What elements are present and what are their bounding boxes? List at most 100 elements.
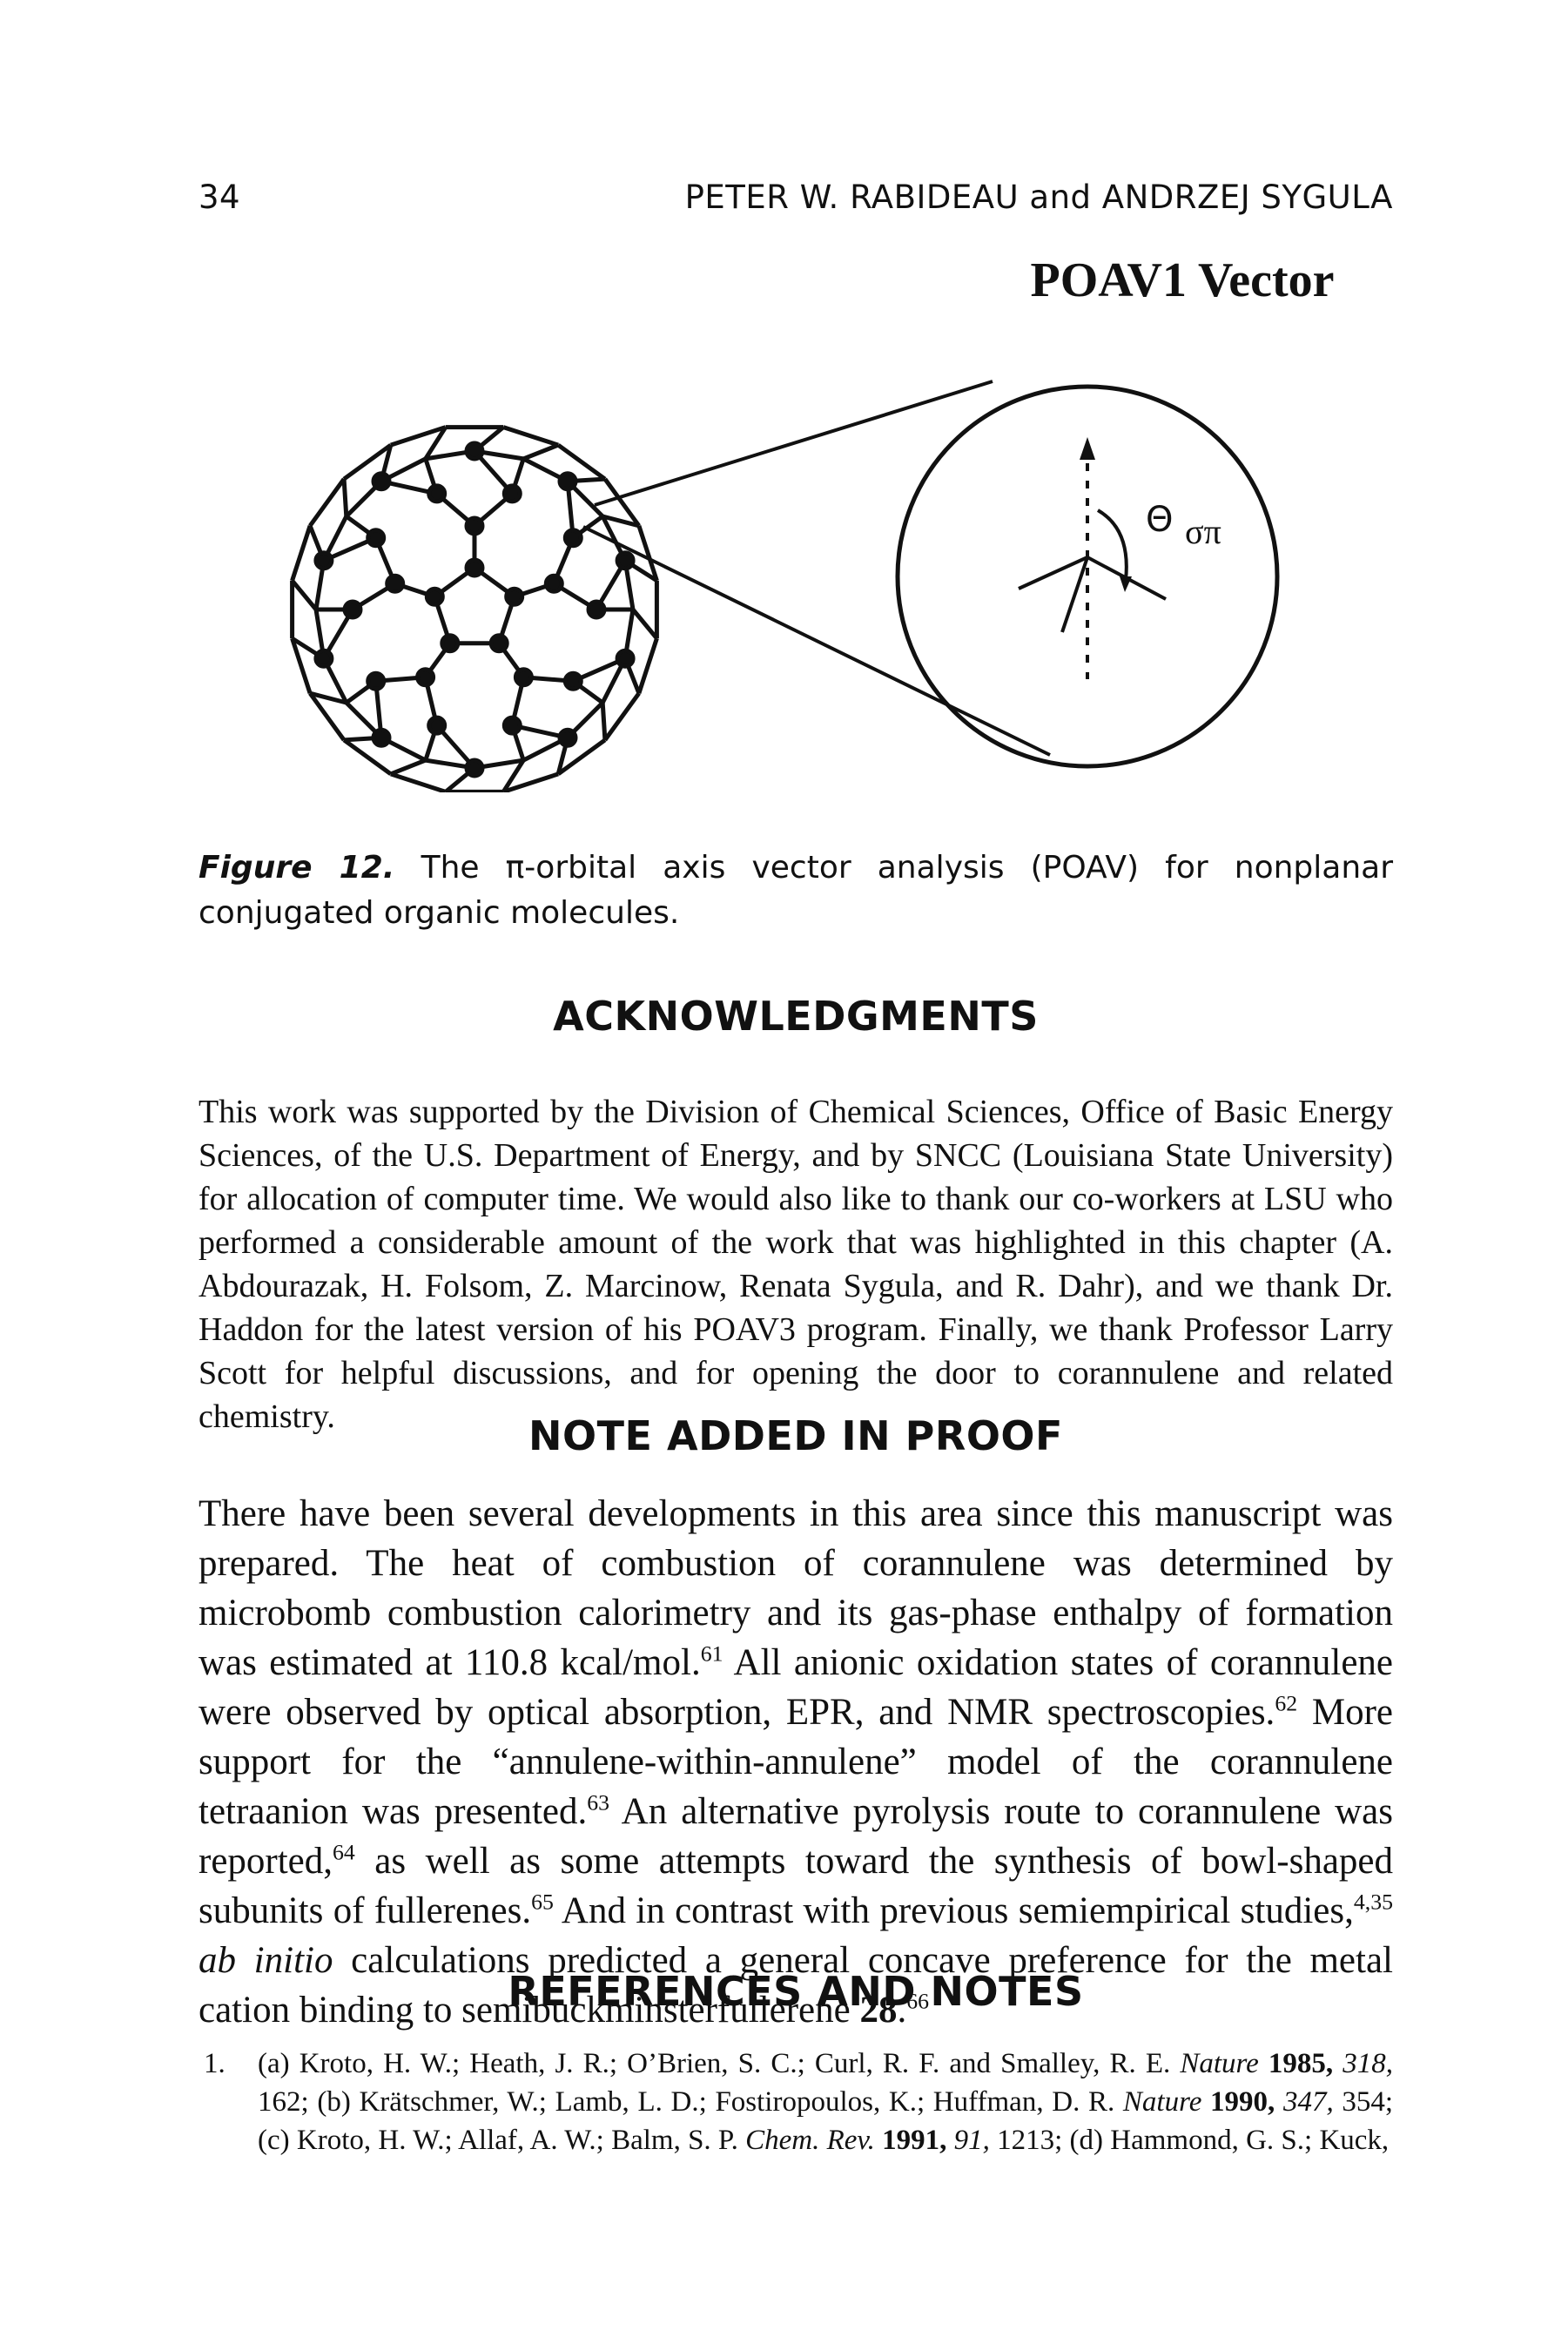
magnification-lines: [582, 380, 1051, 757]
acknowledgments-heading: ACKNOWLEDGMENTS: [553, 993, 1039, 1040]
bond-line: [423, 426, 448, 461]
note-heading: NOTE ADDED IN PROOF: [528, 1412, 1063, 1459]
acknowledgments-text: This work was supported by the Division …: [199, 1094, 1393, 1435]
reference-text: 1213; (d) Hammond, G. S.; Kuck,: [989, 2125, 1390, 2156]
atom-dot: [427, 715, 448, 736]
bond-line: [501, 758, 526, 792]
journal-name: Nature: [1180, 2048, 1259, 2079]
atom-dot: [440, 633, 461, 654]
citation-ref: 62: [1275, 1690, 1298, 1716]
bond-line: [390, 771, 447, 792]
bond-line: [631, 608, 659, 640]
atom-dot: [464, 557, 485, 578]
atom-dot: [424, 586, 445, 607]
bond-line: [342, 738, 393, 776]
figure-12: Θ σπ POAV1 Vector: [199, 235, 1393, 792]
atom-dot: [501, 483, 522, 504]
atom-dot: [464, 758, 485, 778]
theta-label: Θ: [1146, 500, 1173, 540]
note-text: An alternative pyrolysis route to corann…: [199, 1791, 1394, 1882]
zoom-line-lower: [582, 525, 1051, 757]
citation-ref: 61: [700, 1640, 723, 1667]
atom-dot: [366, 528, 387, 549]
reference-text: 162; (b) Krätschmer, W.; Lamb, L. D.; Fo…: [258, 2086, 1123, 2118]
journal-name: Nature: [1122, 2086, 1202, 2118]
reference-year: 1990: [1210, 2086, 1269, 2118]
note-text: .: [897, 1990, 907, 2031]
bond-line: [342, 443, 393, 482]
atom-dot: [464, 515, 485, 536]
bond-line: [290, 579, 318, 611]
bond-line: [636, 525, 659, 582]
bond-line: [502, 425, 559, 448]
atom-dot: [615, 648, 636, 669]
vector-arrowhead-icon: [1080, 437, 1095, 460]
reference-year: 1991: [882, 2125, 940, 2156]
magnified-view-circle: [895, 384, 1280, 769]
zoom-line-upper: [594, 380, 993, 507]
running-head: PETER W. RABIDEAU and ANDRZEJ SYGULA: [684, 179, 1393, 216]
atom-dot: [427, 483, 448, 504]
note-text: calculations predicted a general concave…: [199, 1940, 1393, 2031]
sigma-bond-back: [1060, 556, 1089, 633]
compound-number: 28: [859, 1990, 898, 2031]
fullerene-molecule: [290, 425, 659, 792]
atom-dot: [586, 599, 607, 620]
reference-number: 1.: [204, 2048, 225, 2079]
atom-dot: [366, 670, 387, 691]
atom-dot: [415, 667, 436, 688]
figure-title: POAV1 Vector: [1030, 253, 1335, 307]
page-number: 34: [199, 179, 241, 216]
atom-dot: [557, 471, 578, 492]
reference-item: 1. (a) Kroto, H. W.; Heath, J. R.; O’Brie…: [199, 2044, 1393, 2159]
bond-line: [602, 691, 641, 742]
journal-name: Chem. Rev.: [745, 2125, 875, 2156]
caption-text: The π-orbital axis vector analysis (POAV…: [199, 850, 1393, 931]
atom-dot: [562, 528, 583, 549]
bond-line: [309, 690, 347, 705]
note-text: There have been several developments in …: [199, 1493, 1393, 1683]
bond-line: [341, 478, 349, 517]
bond-line: [522, 442, 560, 461]
bond-line: [389, 758, 427, 777]
reference-volume: 347,: [1282, 2086, 1334, 2118]
bond-line: [602, 477, 641, 528]
bond-line: [390, 425, 447, 448]
references-heading: REFERENCES AND NOTES: [508, 1968, 1084, 2015]
atom-dot: [371, 471, 392, 492]
references-list: 1. (a) Kroto, H. W.; Heath, J. R.; O’Brie…: [199, 2044, 1393, 2159]
note-italic-text: ab initio: [199, 1940, 333, 1981]
sigma-pi-label: σπ: [1185, 512, 1221, 551]
atom-dot: [371, 727, 392, 748]
citation-ref: 65: [531, 1889, 554, 1915]
atom-dot: [504, 586, 525, 607]
reference-volume: 91,: [953, 2125, 990, 2156]
atom-dot: [342, 599, 363, 620]
atom-dot: [562, 670, 583, 691]
atom-dot: [543, 573, 564, 594]
reference-volume: 318,: [1343, 2048, 1394, 2079]
reference-text: 354; (c) Kroto, H. W.; Allaf, A. W.; Bal…: [258, 2086, 1394, 2156]
atom-dot: [488, 633, 509, 654]
arc-arrowhead-icon: [1120, 576, 1132, 592]
caption-label: Figure 12.: [199, 850, 395, 886]
bond-line: [308, 691, 347, 742]
note-text: More support for the “annulene-within-an…: [199, 1692, 1394, 1832]
atom-dot: [513, 667, 534, 688]
theta-angle-arc: [1096, 509, 1128, 581]
note-added-in-proof-text: There have been several developments in …: [199, 1489, 1393, 2035]
citation-ref: 66: [906, 1988, 930, 2014]
bond-line: [556, 738, 607, 776]
bond-line: [636, 637, 659, 694]
citation-ref: 64: [333, 1839, 355, 1865]
citation-ref: 63: [587, 1789, 610, 1815]
atom-dot: [464, 441, 485, 461]
atom-dot: [557, 727, 578, 748]
atom-dot: [501, 715, 522, 736]
reference-text: (a) Kroto, H. W.; Heath, J. R.; O’Brien,…: [258, 2048, 1181, 2079]
bond-line: [556, 443, 607, 482]
bond-line: [290, 637, 313, 694]
reference-year: 1985: [1268, 2048, 1326, 2079]
figure-caption: Figure 12. The π-orbital axis vector ana…: [199, 845, 1393, 936]
